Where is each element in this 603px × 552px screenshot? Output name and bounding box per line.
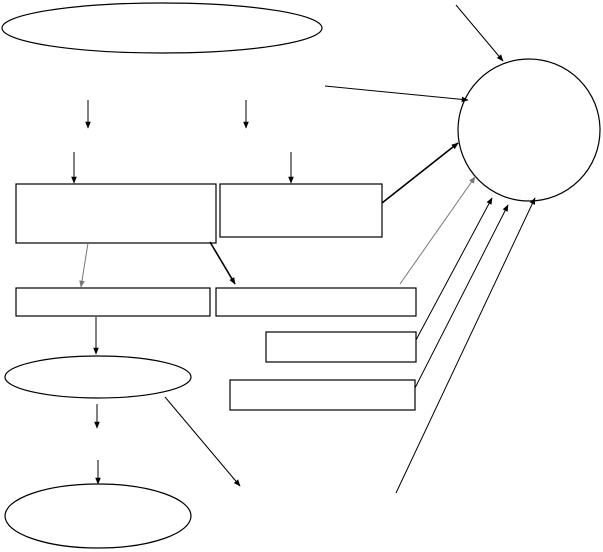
arrow-ellipse-diagonal (164, 396, 241, 487)
box-left-large (15, 183, 217, 244)
middle-ellipse (4, 355, 192, 399)
bottom-ellipse (4, 483, 192, 549)
arrow-wide-to-circle (399, 176, 476, 285)
box-left-wide (15, 287, 211, 317)
box-small-2 (229, 379, 416, 411)
arrow-box-to-circle (381, 142, 459, 204)
box-right-wide (215, 287, 417, 317)
arrow-long-to-circle (395, 197, 536, 494)
arrow-box-down-left (79, 242, 89, 288)
box-small-1 (265, 331, 417, 363)
right-circle (457, 58, 601, 202)
arrow-small1-to-circle (415, 197, 493, 341)
box-right-upper (219, 183, 383, 238)
arrow-box-down-right (209, 241, 236, 285)
arrow-left-into-circle (324, 85, 469, 103)
arrow-small2-to-circle (414, 204, 509, 389)
top-ellipse (1, 2, 323, 54)
arrow-top-to-circle (455, 4, 504, 62)
